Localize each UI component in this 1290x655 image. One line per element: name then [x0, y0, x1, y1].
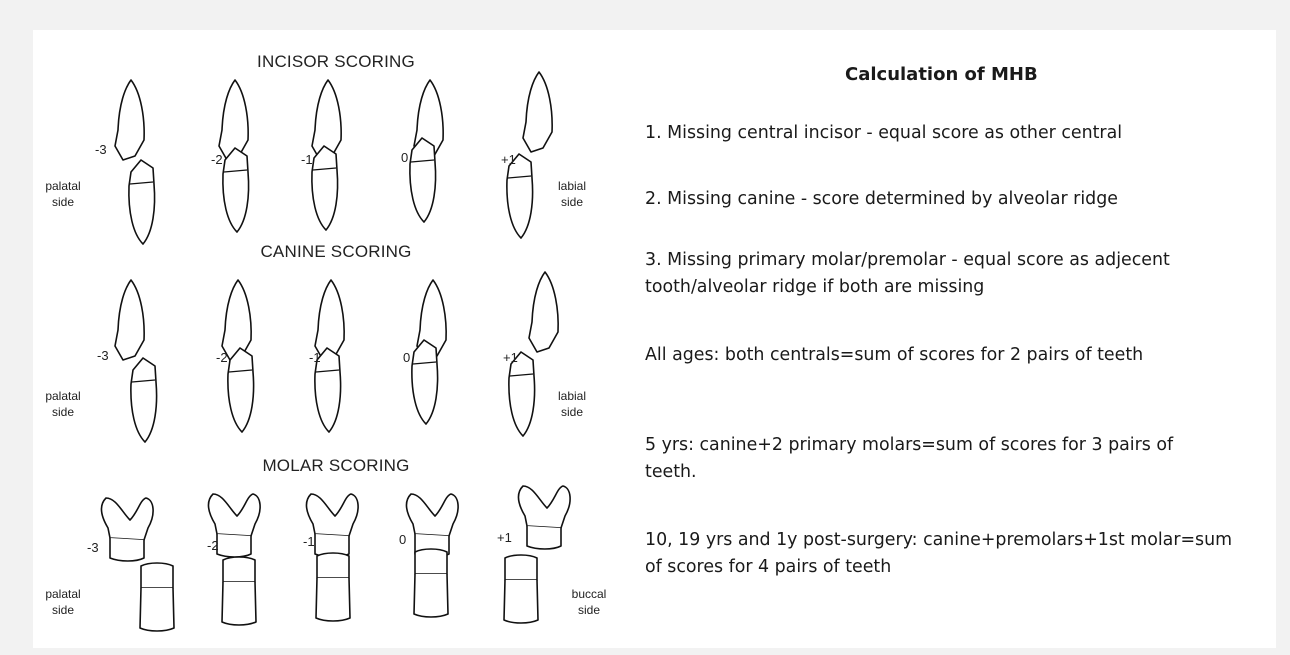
calculation-item: 3. Missing primary molar/premolar - equa…	[645, 247, 1225, 301]
score-label: -2	[216, 350, 228, 365]
score-label: 0	[403, 350, 410, 365]
scoring-diagram	[33, 30, 645, 648]
calculation-panel: Calculation of MHB 1. Missing central in…	[645, 30, 1275, 648]
tooth-pair	[410, 80, 443, 222]
score-label: -3	[87, 540, 99, 555]
calculation-item: 1. Missing central incisor - equal score…	[645, 120, 1265, 147]
score-label: 0	[401, 150, 408, 165]
tooth-pair	[102, 498, 174, 631]
score-label: -1	[303, 534, 315, 549]
incisor-teeth	[115, 72, 552, 244]
incisor-scoring-title: INCISOR SCORING	[257, 52, 415, 72]
score-label: +1	[501, 152, 516, 167]
score-label: -2	[207, 538, 219, 553]
calculation-item: 10, 19 yrs and 1y post-surgery: canine+p…	[645, 527, 1245, 581]
tooth-pair	[209, 494, 261, 625]
molar-scoring-title: MOLAR SCORING	[262, 456, 409, 476]
score-label: -1	[301, 152, 313, 167]
calculation-item: 2. Missing canine - score determined by …	[645, 186, 1265, 213]
figure-card: INCISOR SCORING CANINE SCORING MOLAR SCO…	[33, 30, 1276, 648]
tooth-pair	[412, 280, 446, 424]
tooth-pair	[312, 80, 341, 230]
score-label: -2	[211, 152, 223, 167]
tooth-pair	[307, 494, 359, 621]
score-label: +1	[503, 350, 518, 365]
score-label: -3	[95, 142, 107, 157]
calculation-item: 5 yrs: canine+2 primary molars=sum of sc…	[645, 432, 1205, 486]
tooth-pair	[115, 80, 155, 244]
score-label: +1	[497, 530, 512, 545]
molar-teeth	[102, 486, 571, 631]
tooth-pair	[407, 494, 459, 617]
calculation-item: All ages: both centrals=sum of scores fo…	[645, 342, 1185, 369]
tooth-pair	[219, 80, 249, 232]
score-label: 0	[399, 532, 406, 547]
tooth-pair	[115, 280, 157, 442]
score-label: -3	[97, 348, 109, 363]
score-label: -1	[309, 350, 321, 365]
canine-scoring-title: CANINE SCORING	[260, 242, 411, 262]
canine-teeth	[115, 272, 558, 442]
calculation-title: Calculation of MHB	[845, 64, 1038, 85]
